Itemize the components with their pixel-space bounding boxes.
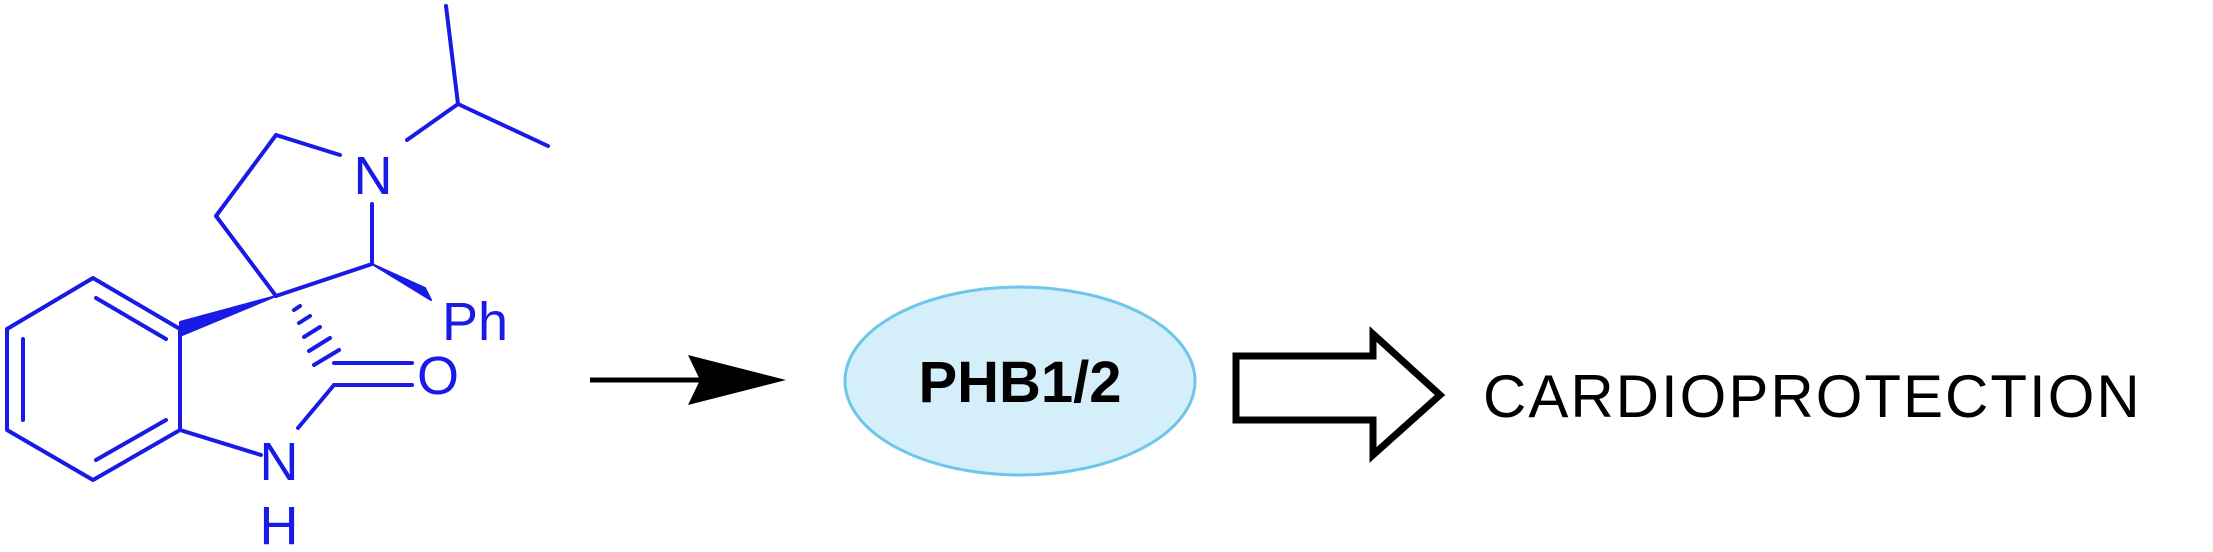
- bond-c3-c4: [214, 214, 278, 298]
- atom-labels: N Ph O N H: [260, 146, 509, 552]
- wedge-bond-c3a-c3: [179, 295, 277, 337]
- bond-ch-me2: [456, 102, 550, 148]
- bond-c7a-n1: [178, 428, 263, 457]
- benzene-ring: [5, 276, 182, 482]
- target-ellipse: [843, 285, 1197, 477]
- lactam-ring: [178, 304, 414, 457]
- atom-label-ph: Ph: [442, 292, 508, 352]
- atom-label-o: O: [417, 346, 459, 406]
- effect-label: CARDIOPROTECTION: [1483, 363, 2142, 430]
- isopropyl-group: [405, 4, 550, 148]
- arrow-head: [688, 355, 786, 405]
- bond-c2p-c3: [274, 262, 374, 298]
- atom-label-n-lactam: N: [260, 432, 299, 492]
- bond-n1-c2: [296, 383, 336, 430]
- target-label: PHB1/2: [918, 350, 1121, 415]
- benzene-inner-bond-2: [94, 418, 168, 462]
- atom-label-n-pyrrolidine: N: [354, 146, 393, 206]
- pyrrolidine-ring: [214, 133, 374, 298]
- bond-n-ch: [405, 102, 460, 142]
- bond-c4-c5: [214, 133, 278, 218]
- target-node: PHB1/2: [843, 285, 1197, 477]
- atom-label-h-lactam: H: [260, 496, 299, 552]
- spirooxindole-molecule: [5, 4, 550, 482]
- benzene-hexagon: [5, 276, 182, 482]
- arrow-molecule-to-target: [590, 355, 786, 405]
- block-arrow-target-to-effect: [1232, 326, 1446, 463]
- bond-c5-n: [274, 133, 342, 157]
- bond-ch-me1: [444, 4, 460, 106]
- wedge-bond-c2p-ph: [371, 263, 432, 301]
- benzene-inner-bond-1: [94, 296, 168, 341]
- hashed-bond-c3-c2: [292, 304, 341, 367]
